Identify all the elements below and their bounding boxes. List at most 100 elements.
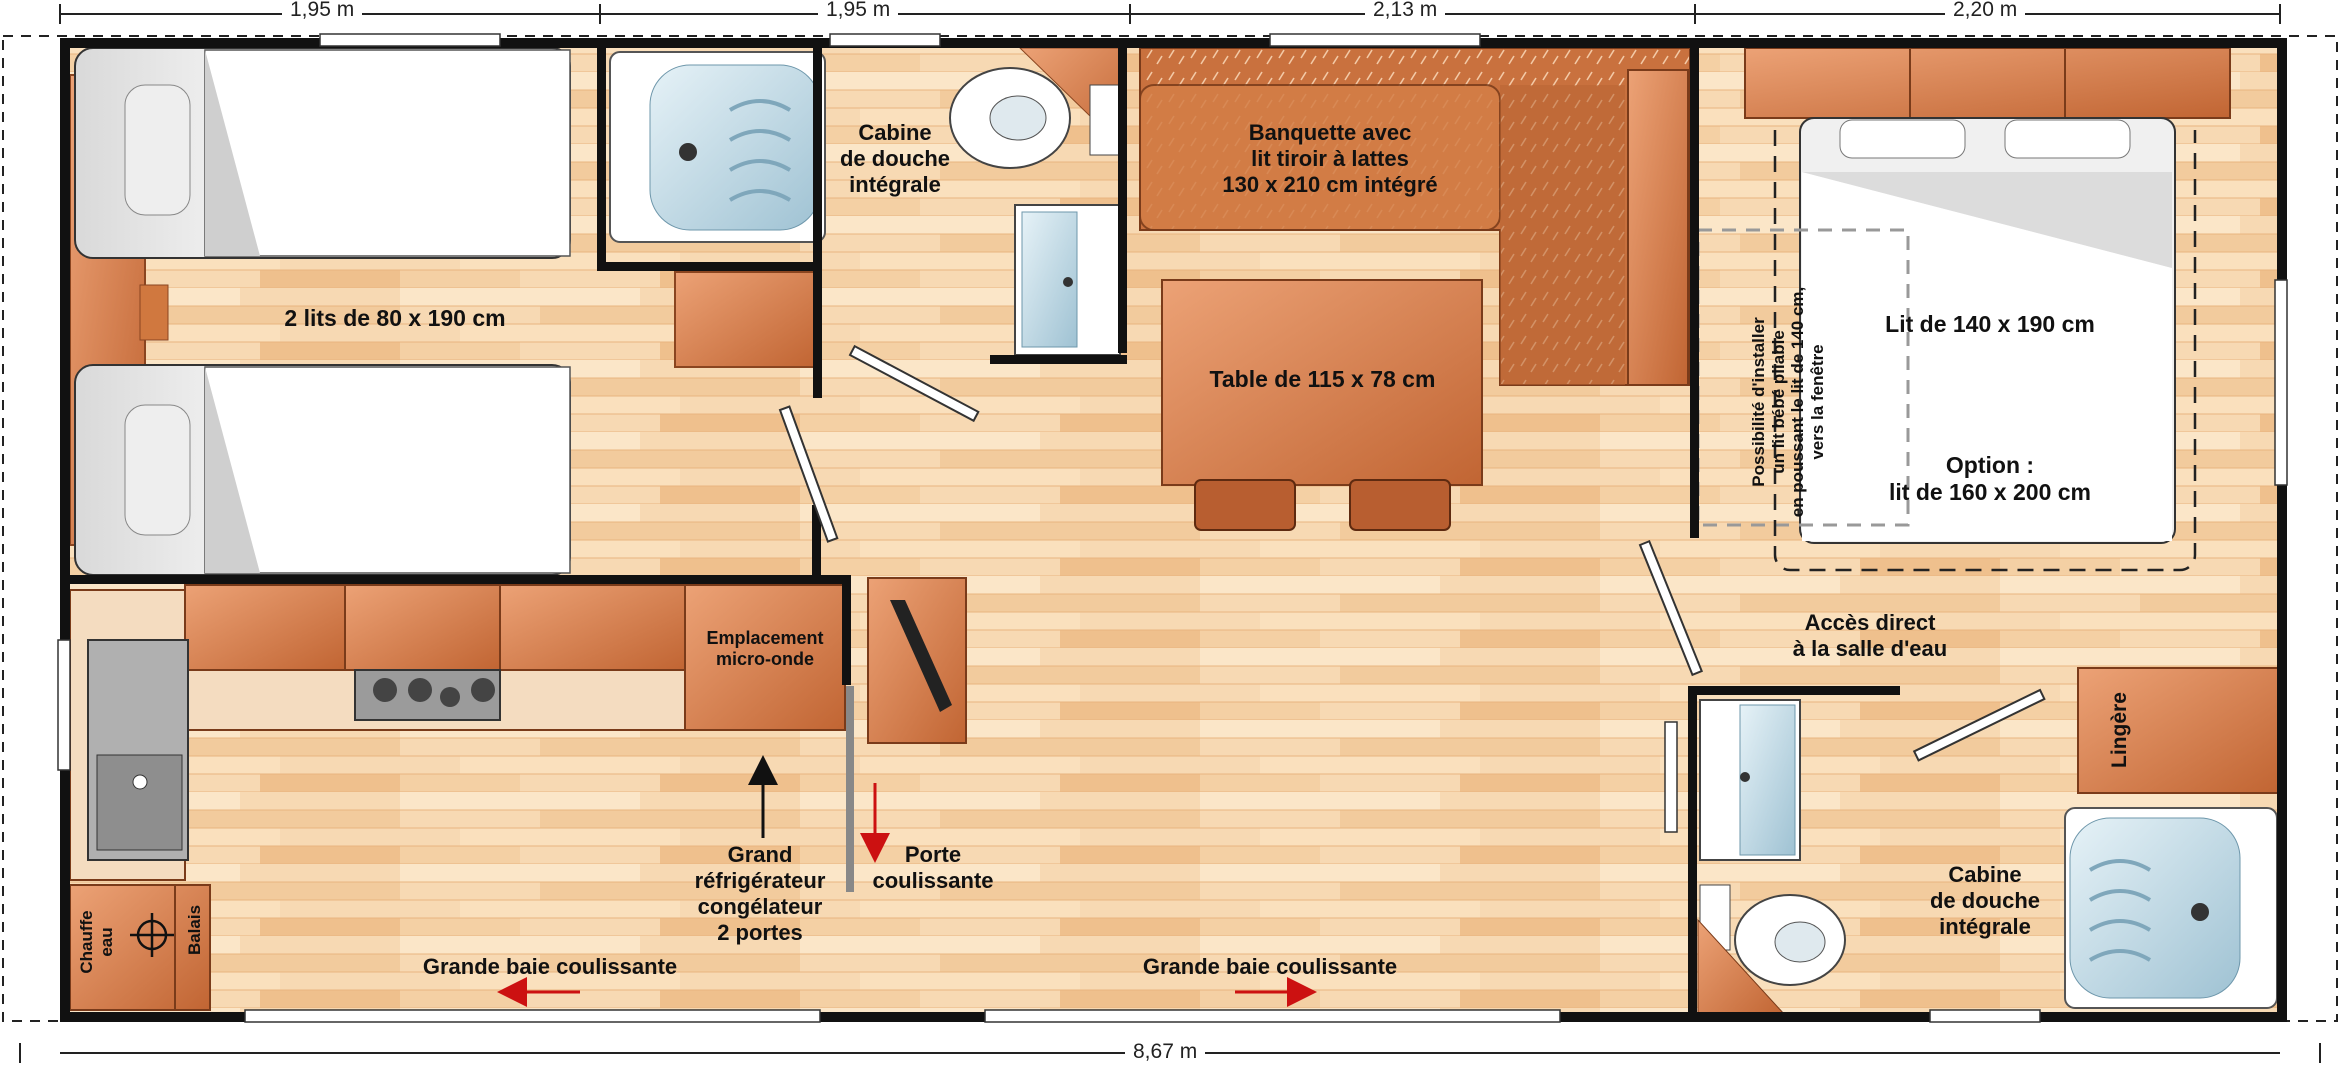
wall-right — [2277, 38, 2287, 1022]
toilet-tank-1 — [1089, 84, 1121, 156]
utility-cupboard — [69, 884, 211, 1011]
wall-top — [60, 38, 2285, 48]
water-heater-label: Chauffe eau — [77, 910, 116, 974]
windows — [57, 33, 2288, 1023]
window — [1269, 33, 1481, 47]
dining-chair-2 — [1349, 479, 1451, 531]
pillow-left — [1839, 119, 1966, 159]
washbasin-bowl-2 — [1739, 704, 1796, 856]
dimension-label: 8,67 m — [1125, 1040, 1206, 1064]
wall-left — [60, 38, 70, 1022]
wall-bath1-bottom — [597, 262, 822, 271]
tv-screen — [890, 600, 952, 712]
table-label: Table de 115 x 78 cm — [1209, 366, 1436, 392]
burner — [471, 678, 495, 702]
bench-end-cabinet — [1627, 69, 1689, 386]
water-ripple — [2088, 889, 2152, 902]
shower-room-2 — [1697, 667, 2279, 1016]
twin-bedroom — [69, 47, 816, 576]
water-ripple — [728, 129, 792, 142]
upper-cabinet-2 — [344, 584, 501, 671]
bed-1-cover-fold — [204, 49, 571, 257]
pillow-right — [2004, 119, 2131, 159]
bench-label: Banquette avec lit tiroir à lattes 130 x… — [1222, 120, 1438, 197]
door-bath1 — [848, 344, 980, 423]
shower-drain-1 — [679, 143, 697, 161]
upper-cabinet-3 — [499, 584, 686, 671]
shower-room-2-label: Cabine de douche intégrale — [1929, 862, 2040, 939]
wall-bath1-right — [813, 48, 822, 398]
water-ripple — [728, 159, 792, 172]
option-bed-outline — [1773, 130, 2197, 572]
window — [319, 33, 501, 47]
dimension-label: 1,95 m — [818, 0, 899, 22]
shower-room-1-label: Cabine de douche intégrale — [839, 120, 950, 197]
wardrobe-shelf — [1744, 47, 2231, 119]
shower-basin-2 — [2069, 817, 2241, 999]
water-ripple — [728, 189, 792, 202]
master-bed-label: Lit de 140 x 190 cm — [1885, 311, 2095, 337]
dimension-label: 1,95 m — [282, 0, 363, 22]
window — [2274, 279, 2288, 486]
cot-note-label: Possibilité d'installer un lit bébé plia… — [1749, 286, 1827, 518]
wall-master-left — [1690, 48, 1699, 538]
wall-bath2-top — [1688, 686, 1900, 695]
kitchen — [69, 577, 967, 1011]
bed-2-cover-shade — [205, 367, 260, 573]
water-ripple — [2088, 949, 2152, 962]
microwave-cabinet — [684, 584, 846, 731]
access-label: Accès direct à la salle d'eau — [1792, 610, 1948, 661]
bay-right-label: Grande baie coulissante — [1142, 954, 1398, 979]
upper-cabinet-1 — [184, 584, 346, 671]
wall-bedroom-right-lower — [812, 505, 821, 583]
toilet-inner-2 — [1774, 921, 1826, 963]
storage-cabinet — [674, 271, 816, 368]
shower-basin-1 — [649, 64, 821, 231]
wall-bath1-left — [597, 48, 606, 270]
twin-beds-label: 2 lits de 80 x 190 cm — [284, 305, 506, 331]
window — [829, 33, 941, 47]
sink-bowl — [96, 754, 183, 851]
sink-drain — [132, 774, 148, 790]
door-bedroom — [778, 405, 839, 543]
sliding-door-label: Porte coulissante — [872, 842, 994, 893]
bed-1-cover-shade — [205, 50, 260, 256]
shower-drain-2 — [2191, 903, 2209, 921]
water-ripple — [728, 99, 792, 112]
dining-area — [1139, 47, 1691, 531]
bed-2-pillow — [124, 404, 191, 536]
window — [1929, 1009, 2041, 1023]
linen-cupboard — [2077, 667, 2279, 794]
tap-1 — [1063, 277, 1073, 287]
burner — [373, 678, 397, 702]
linen-label: Lingère — [2108, 692, 2131, 768]
window — [1664, 721, 1678, 833]
toilet-inner-1 — [989, 95, 1047, 141]
bay-window-left — [244, 1009, 821, 1023]
tap-2 — [1740, 772, 1750, 782]
tv-cabinet — [867, 577, 967, 744]
burner — [440, 687, 460, 707]
baby-cot-outline — [1696, 228, 1910, 527]
bay-left-label: Grande baie coulissante — [422, 954, 678, 979]
wall-bedroom-kitchen — [60, 575, 850, 584]
dining-table — [1161, 279, 1483, 486]
dining-chair-1 — [1194, 479, 1296, 531]
sliding-door-panel — [846, 686, 854, 892]
bench-seat-side — [1500, 85, 1625, 385]
wall-bath1-sub — [990, 355, 1127, 364]
door-master — [1638, 539, 1704, 677]
option-bed-label: Option : lit de 160 x 200 cm — [1888, 452, 2091, 506]
bed-cover-fold — [1802, 172, 2172, 541]
nightstand — [139, 284, 169, 341]
door-bath2 — [1912, 688, 2046, 762]
doors — [778, 344, 2046, 762]
brooms-label: Balais — [185, 904, 204, 956]
master-bedroom — [1696, 47, 2231, 572]
burner — [408, 678, 432, 702]
bay-window-right — [984, 1009, 1561, 1023]
bed-cover-shade — [1802, 172, 2172, 268]
arrows — [497, 755, 1317, 1007]
wall-bath1-partition — [1118, 48, 1127, 353]
